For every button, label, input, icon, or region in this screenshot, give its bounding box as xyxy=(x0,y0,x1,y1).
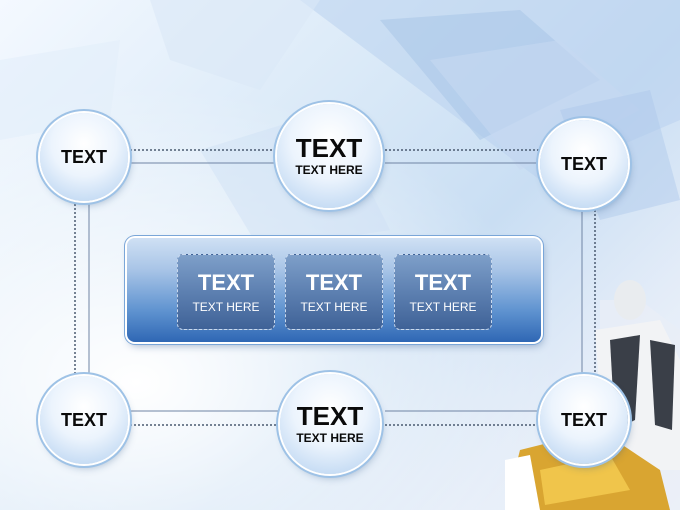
panel-card-3: TEXT TEXT HERE xyxy=(394,254,492,330)
node-title: TEXT xyxy=(560,409,607,430)
node-title: TEXT xyxy=(295,133,363,163)
panel-card-2: TEXT TEXT HERE xyxy=(285,254,383,330)
node-top-center: TEXT TEXT HERE xyxy=(277,104,381,208)
node-top-left: TEXT xyxy=(40,113,128,201)
node-title: TEXT xyxy=(60,146,107,167)
node-subtitle: TEXT HERE xyxy=(296,431,364,445)
node-bottom-left: TEXT xyxy=(40,376,128,464)
node-title: TEXT xyxy=(60,409,107,430)
node-title: TEXT xyxy=(560,153,607,174)
card-subtitle: TEXT HERE xyxy=(300,300,368,314)
card-subtitle: TEXT HERE xyxy=(192,300,260,314)
panel-card-1: TEXT TEXT HERE xyxy=(177,254,275,330)
figure-illustration xyxy=(505,280,680,510)
node-bottom-right: TEXT xyxy=(540,376,628,464)
card-subtitle: TEXT HERE xyxy=(409,300,477,314)
node-top-right: TEXT xyxy=(540,120,628,208)
node-title: TEXT xyxy=(296,401,364,431)
center-panel: TEXT TEXT HERE TEXT TEXT HERE TEXT TEXT … xyxy=(127,238,541,342)
card-title: TEXT xyxy=(305,270,363,295)
node-subtitle: TEXT HERE xyxy=(295,163,363,177)
card-title: TEXT xyxy=(197,270,255,295)
node-bottom-center: TEXT TEXT HERE xyxy=(280,374,380,474)
card-title: TEXT xyxy=(414,270,472,295)
